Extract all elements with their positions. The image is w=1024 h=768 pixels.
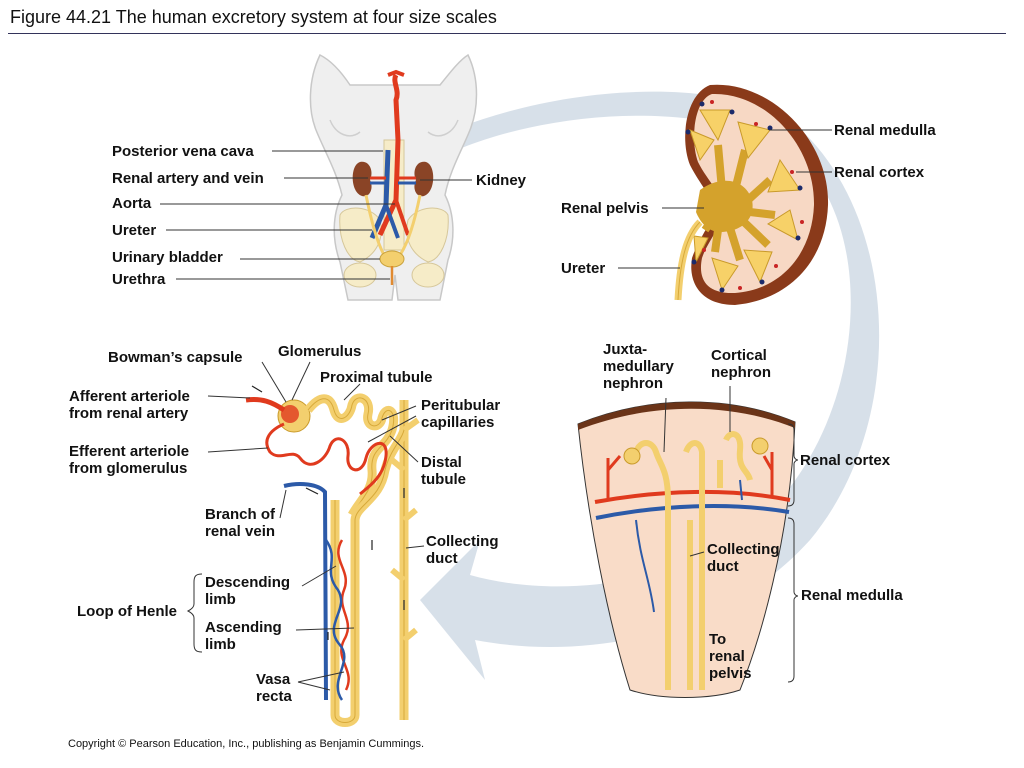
label-glomerulus: Glomerulus [278, 343, 362, 360]
label-urinary-bladder: Urinary bladder [112, 249, 223, 266]
copyright-notice: Copyright © Pearson Education, Inc., pub… [68, 738, 425, 750]
label-branch-of-renal-vein: Branch of renal vein [205, 506, 275, 540]
label-branch-line2: renal vein [205, 523, 276, 540]
label-ureter-kidney: Ureter [561, 260, 606, 277]
label-ureter-body: Ureter [112, 222, 157, 239]
label-renal-pelvis: Renal pelvis [561, 200, 649, 217]
label-juxta-line1: Juxta- [603, 341, 648, 358]
label-ascending-limb: Ascending limb [205, 619, 282, 653]
label-cortical-nephron: Cortical nephron [711, 347, 771, 381]
label-peritubular-capillaries: Peritubular capillaries [421, 397, 500, 431]
label-to-line3: pelvis [709, 665, 752, 682]
label-kidney: Kidney [476, 172, 527, 189]
label-to-renal-pelvis: To renal pelvis [709, 631, 752, 682]
label-vasa-line2: recta [256, 688, 292, 705]
human-body-figure [160, 53, 478, 301]
label-collecting-duct-nephron: Collecting duct [426, 533, 499, 567]
kidney-cross-section [618, 84, 832, 305]
label-branch-line1: Branch of [205, 506, 276, 523]
label-vasa-recta: Vasa recta [256, 671, 292, 705]
label-renal-cortex-section: Renal cortex [800, 452, 891, 469]
label-descending-line2: limb [205, 591, 236, 608]
label-loop-of-henle: Loop of Henle [77, 603, 177, 620]
nephron-diagram [186, 361, 425, 727]
label-juxta-line2: medullary [603, 358, 674, 375]
urinary-bladder [379, 250, 405, 268]
label-peritubular-line1: Peritubular [421, 397, 501, 414]
title-divider [8, 33, 1006, 34]
label-section-collecting-line2: duct [707, 558, 739, 575]
label-descending-limb: Descending limb [205, 574, 290, 608]
label-efferent-arteriole: Efferent arteriole from glomerulus [69, 443, 189, 477]
label-peritubular-line2: capillaries [421, 414, 495, 431]
label-aorta: Aorta [112, 195, 152, 212]
label-efferent-line1: Efferent arteriole [69, 443, 190, 460]
label-renal-medulla-kidney: Renal medulla [834, 122, 936, 139]
label-section-collecting-line1: Collecting [707, 541, 780, 558]
label-distal-tubule: Distal tubule [421, 454, 466, 488]
label-ascending-line1: Ascending [205, 619, 282, 636]
label-cortical-line1: Cortical [711, 347, 767, 364]
label-renal-artery-and-vein: Renal artery and vein [112, 170, 264, 187]
label-renal-cortex-kidney: Renal cortex [834, 164, 925, 181]
label-collecting-line2: duct [426, 550, 458, 567]
label-renal-medulla-section: Renal medulla [801, 587, 903, 604]
label-descending-line1: Descending [205, 574, 291, 591]
label-to-line1: To [709, 631, 727, 648]
label-distal-line1: Distal [421, 454, 462, 471]
figure-title: Figure 44.21 The human excretory system … [10, 7, 497, 27]
label-cortical-line2: nephron [711, 364, 771, 381]
left-kidney [352, 161, 372, 197]
label-collecting-duct-section: Collecting duct [707, 541, 780, 575]
label-urethra: Urethra [112, 271, 166, 288]
label-juxtamedullary-nephron: Juxta- medullary nephron [603, 341, 674, 392]
label-to-line2: renal [709, 648, 745, 665]
label-efferent-line2: from glomerulus [69, 460, 188, 477]
label-afferent-line1: Afferent arteriole [69, 388, 190, 405]
label-ascending-line2: limb [205, 636, 236, 653]
right-kidney [414, 161, 434, 197]
label-afferent-line2: from renal artery [69, 405, 189, 422]
label-vasa-line1: Vasa [256, 671, 291, 688]
label-collecting-line1: Collecting [426, 533, 499, 550]
kidney-section-wedge [577, 386, 799, 698]
label-distal-line2: tubule [421, 471, 466, 488]
label-posterior-vena-cava: Posterior vena cava [112, 143, 254, 160]
label-afferent-arteriole: Afferent arteriole from renal artery [69, 388, 190, 422]
label-proximal-tubule: Proximal tubule [320, 369, 433, 386]
label-bowmans-capsule: Bowman’s capsule [108, 349, 243, 366]
label-juxta-line3: nephron [603, 375, 663, 392]
